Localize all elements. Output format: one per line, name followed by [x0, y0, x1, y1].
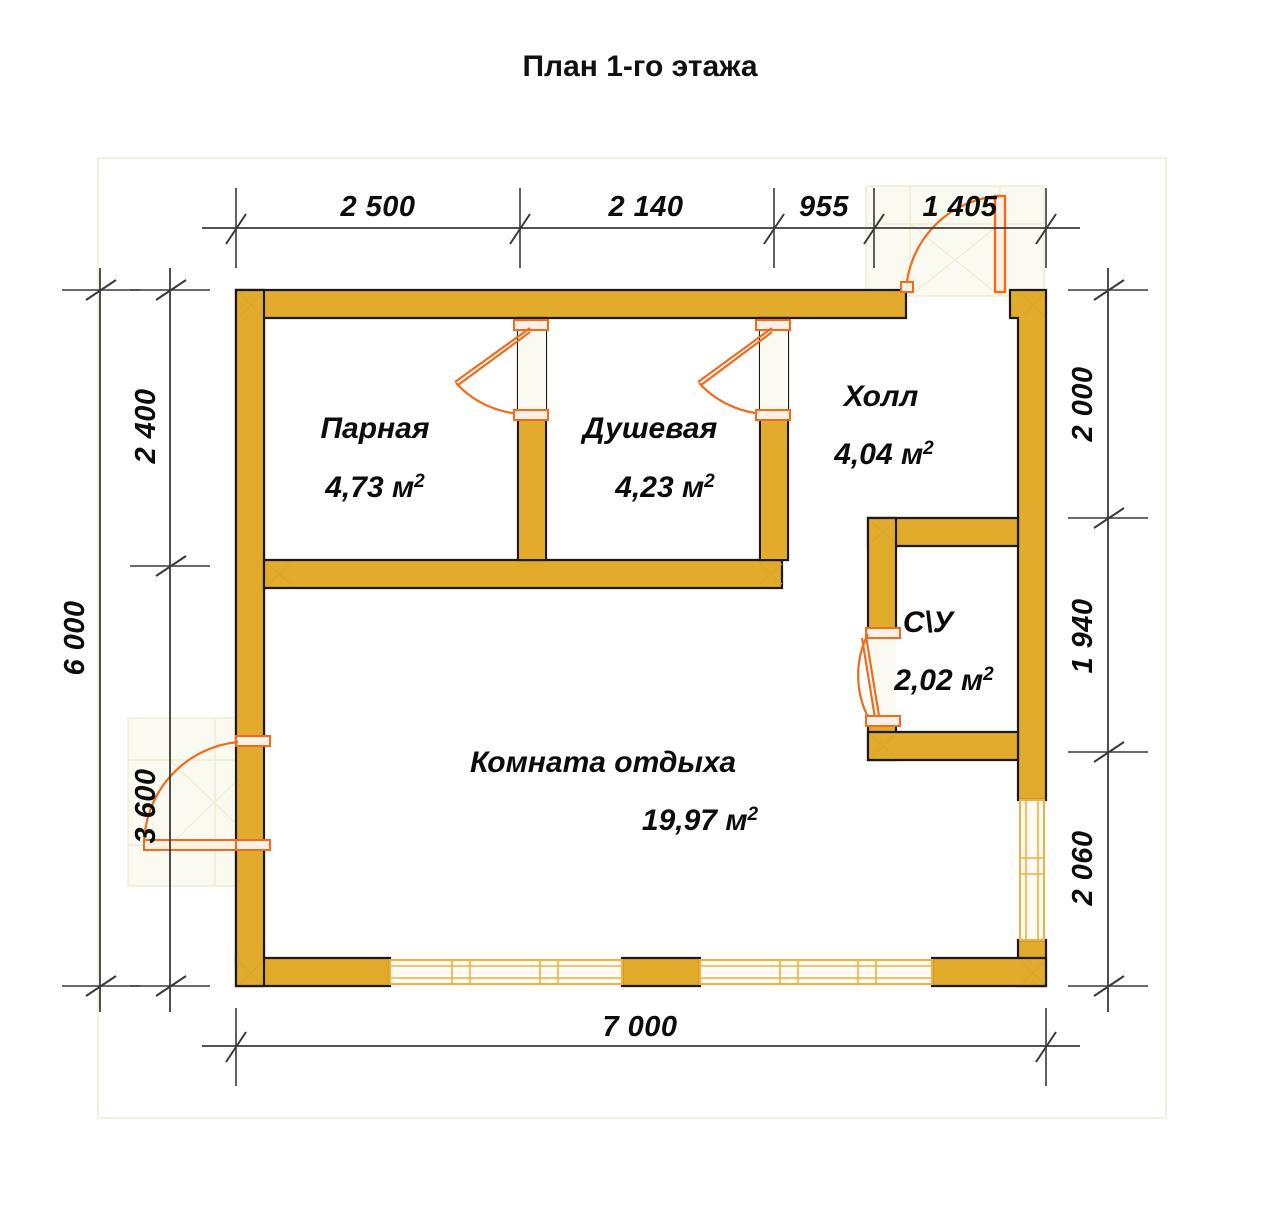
room-label-komnata: Комната отдыха	[470, 746, 736, 779]
room-area-dushevaya-value: 4,23	[614, 471, 674, 504]
room-area-komnata: 19,97 м2	[642, 804, 759, 837]
dim-top-2: 2 140	[607, 191, 683, 223]
room-area-holl-exp: 2	[922, 438, 934, 459]
door-gap-parnaya	[518, 324, 546, 420]
room-area-su-exp: 2	[982, 664, 994, 685]
room-area-holl-value: 4,04	[833, 438, 893, 471]
dimensions-group	[62, 188, 1148, 1086]
room-area-komnata-exp: 2	[747, 804, 759, 825]
room-labels: Парная 4,73 м2 Душевая 4,23 м2 Холл 4,04…	[320, 380, 994, 837]
wall-wc-bottom	[866, 730, 1020, 762]
dim-top-3: 955	[799, 191, 849, 223]
room-area-dushevaya-unit: м	[682, 471, 704, 504]
page-title: План 1-го этажа	[522, 50, 757, 83]
parnaya-door	[454, 319, 549, 421]
wall-dushevaya-holl-lower	[759, 417, 789, 561]
room-area-su-unit: м	[961, 664, 983, 697]
wall-right-upper	[1008, 288, 1048, 802]
dim-left-inner-1: 2 400	[130, 388, 162, 464]
room-area-parnaya: 4,73 м2	[324, 471, 425, 504]
wall-parnaya-dushevaya-lower	[517, 417, 547, 561]
exterior-left-door	[142, 735, 271, 851]
room-area-dushevaya-exp: 2	[703, 471, 715, 492]
dim-right-3: 2 060	[1067, 830, 1099, 906]
room-label-holl: Холл	[842, 380, 919, 413]
room-label-dushevaya: Душевая	[580, 412, 718, 445]
window-bottom-left	[389, 959, 623, 985]
dim-top-4: 1 405	[922, 191, 997, 223]
window-bottom-right	[699, 959, 933, 985]
room-area-komnata-unit: м	[725, 804, 747, 837]
dim-bottom-1: 7 000	[602, 1011, 677, 1043]
room-label-parnaya: Парная	[320, 412, 429, 445]
room-area-holl: 4,04 м2	[833, 438, 934, 471]
room-area-parnaya-exp: 2	[413, 471, 425, 492]
window-right	[1019, 799, 1045, 941]
room-label-su: С\У	[903, 606, 956, 639]
room-area-su-value: 2,02	[893, 664, 953, 697]
room-area-su: 2,02 м2	[893, 664, 994, 697]
room-area-komnata-value: 19,97	[642, 804, 718, 837]
dim-left-outer-1: 6 000	[59, 600, 91, 675]
wall-left-upper	[234, 288, 266, 742]
room-area-parnaya-value: 4,73	[324, 471, 384, 504]
door-gap-dushevaya	[760, 324, 788, 420]
wall-wc-left-upper	[866, 516, 898, 634]
ghost-layer	[97, 157, 1167, 1119]
room-area-holl-unit: м	[901, 438, 923, 471]
dim-top-1: 2 500	[339, 191, 415, 223]
room-area-dushevaya: 4,23 м2	[614, 471, 715, 504]
doors-group	[142, 194, 1007, 851]
dim-right-1: 2 000	[1067, 366, 1099, 442]
wall-bottom-right-block	[930, 956, 1048, 988]
wall-interior-horizontal	[262, 558, 784, 590]
dim-right-2: 1 940	[1067, 598, 1099, 673]
dim-left-inner-2: 3 600	[130, 768, 162, 843]
entrance-door	[900, 194, 1007, 294]
dimension-labels: 2 500 2 140 955 1 405 7 000 2 400 3 600 …	[59, 191, 1099, 1043]
wc-door	[857, 627, 901, 727]
windows-group	[389, 799, 1045, 985]
wall-bottom-middle-pier	[620, 956, 702, 988]
room-area-parnaya-unit: м	[392, 471, 414, 504]
dushevaya-door	[697, 319, 791, 421]
